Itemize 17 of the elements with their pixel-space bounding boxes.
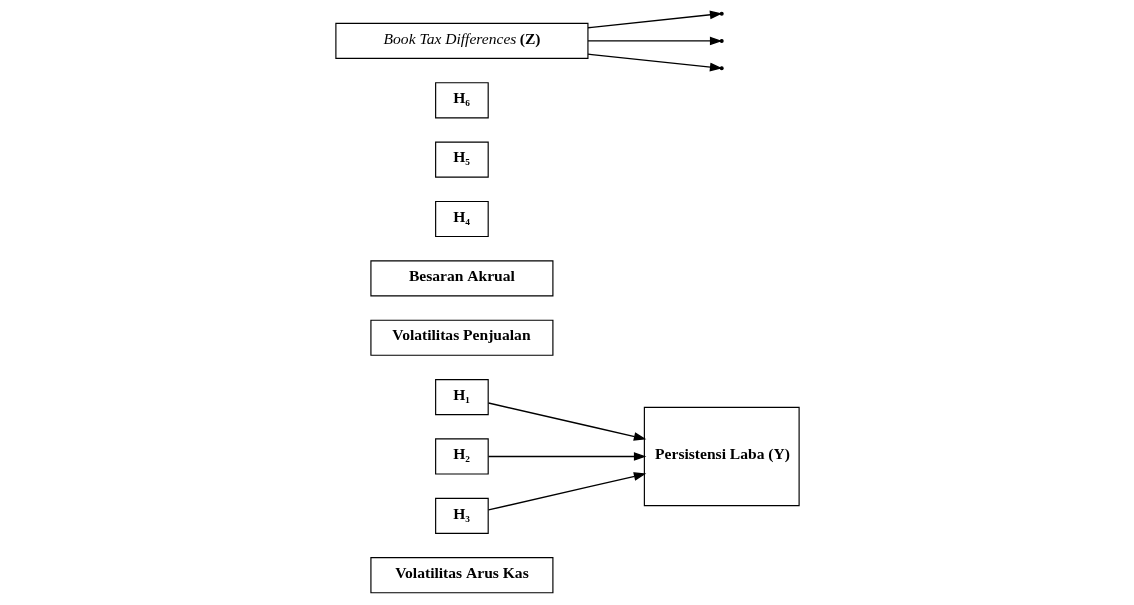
node-box: Persistensi Laba (Y) (643, 406, 800, 507)
arrow (487, 452, 646, 461)
node-box: H₂ (434, 438, 489, 475)
node-box: H₁ (434, 379, 489, 416)
node-box: H₄ (434, 200, 489, 238)
node-box: Book Tax Differences (Z) (334, 22, 589, 60)
node-box: H₆ (434, 82, 489, 119)
arrow (586, 10, 722, 29)
node-box: H₃ (434, 497, 489, 534)
arrow (487, 402, 646, 441)
node-box: H₅ (434, 141, 489, 178)
node-box: Besaran Akrual (369, 260, 553, 297)
node-box: Volatilitas Penjualan (369, 319, 553, 356)
node-box: Volatilitas Arus Kas (369, 557, 553, 594)
arrow (586, 53, 722, 72)
arrow (487, 472, 646, 511)
arrow (586, 36, 722, 46)
